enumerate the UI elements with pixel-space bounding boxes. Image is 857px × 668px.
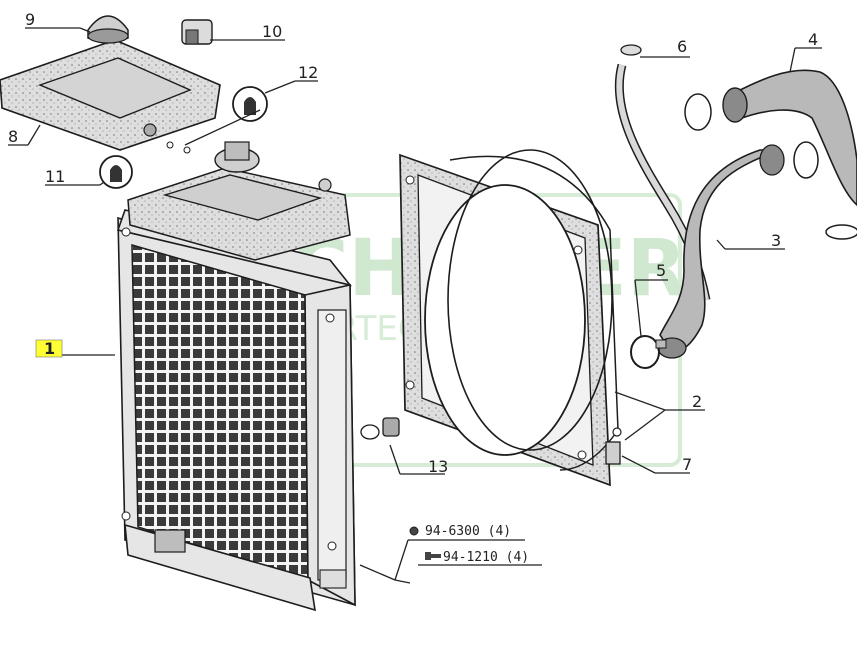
bolt-icon: [425, 552, 441, 560]
hardware-refs: 94-6300 (4) 94-1210 (4): [409, 524, 529, 565]
callout-11: 11: [45, 167, 65, 186]
callout-13: 13: [428, 457, 448, 476]
callout-1: 1: [44, 339, 55, 358]
radiator-cap: [87, 15, 129, 44]
callout-1-highlight: [35, 339, 63, 358]
nut-icon: [409, 526, 419, 536]
leader-lines: [8, 27, 822, 584]
radiator: [116, 141, 356, 612]
callout-9: 9: [25, 10, 35, 29]
small-hose-clamp: [620, 44, 642, 56]
nut-part-ref: 94-6300 (4): [425, 524, 511, 539]
callouts: 9 10 12 8 11 6 4 3 5 2 7 13 1: [8, 10, 818, 476]
callout-7: 7: [682, 455, 692, 474]
plug-11: [99, 155, 133, 189]
clip: [181, 19, 213, 45]
plug-12: [232, 86, 268, 122]
callout-6: 6: [677, 37, 687, 56]
callout-12: 12: [298, 63, 318, 82]
bolt-part-ref: 94-1210 (4): [443, 550, 529, 565]
callout-3: 3: [771, 231, 781, 250]
callout-8: 8: [8, 127, 18, 146]
upper-hose: [684, 69, 857, 240]
callout-10: 10: [262, 22, 282, 41]
shroud-clip: [605, 427, 622, 465]
fan-opening: [424, 184, 586, 456]
callout-4: 4: [808, 30, 818, 49]
lower-hose: [657, 144, 785, 359]
drain-plug: [360, 417, 400, 440]
hose-clamp: [630, 335, 667, 369]
callout-2: 2: [692, 392, 702, 411]
fan-shroud: [399, 149, 619, 487]
callout-5: 5: [656, 261, 666, 280]
